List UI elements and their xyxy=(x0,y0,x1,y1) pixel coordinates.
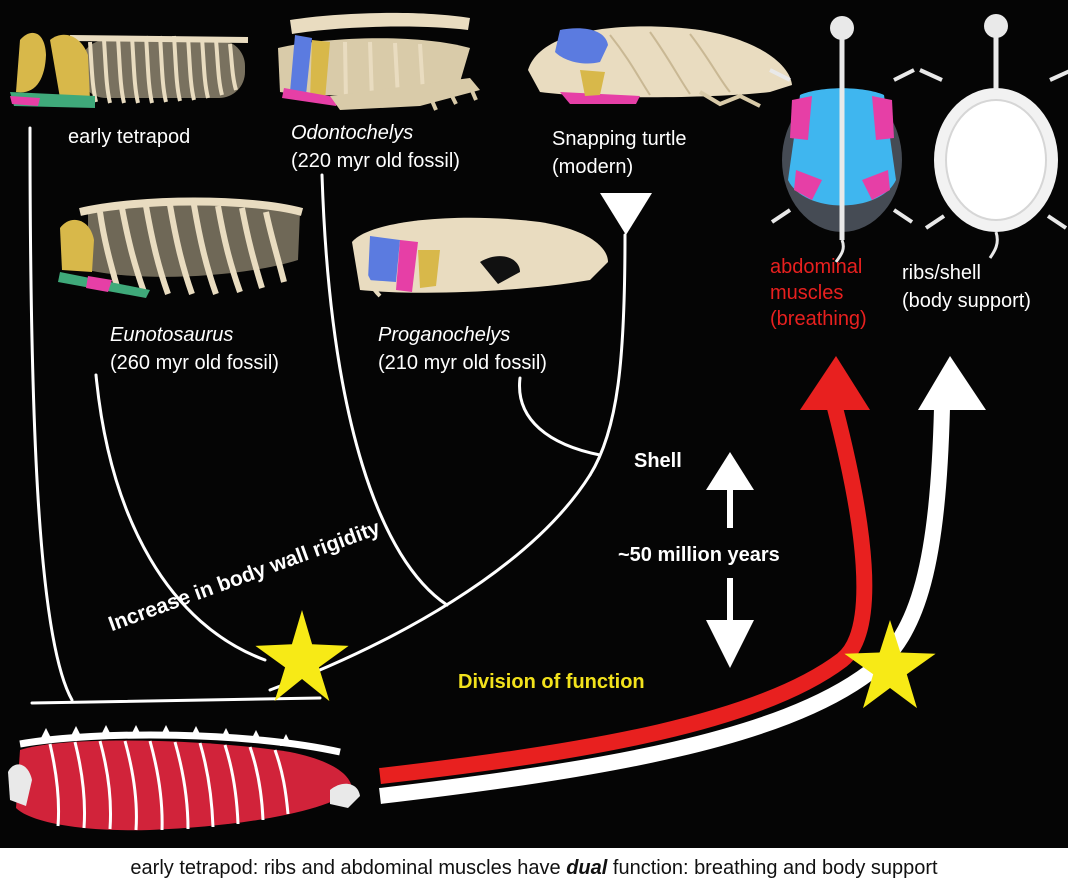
odontochelys-skeleton-icon xyxy=(278,13,480,110)
eunotosaurus-skeleton-icon xyxy=(58,200,302,298)
early-tetrapod-muscles-icon xyxy=(8,725,360,830)
label-eunotosaurus-age: (260 myr old fossil) xyxy=(110,350,279,376)
snapping-turtle-skeleton-icon xyxy=(528,26,792,106)
label-abdominal: abdominal xyxy=(770,254,862,280)
label-division-of-function: Division of function xyxy=(458,669,645,695)
caption-emphasis: dual xyxy=(566,857,607,879)
label-proganochelys: Proganochelys xyxy=(378,322,510,348)
caption-after: function: breathing and body support xyxy=(607,857,937,879)
figure-caption: early tetrapod: ribs and abdominal muscl… xyxy=(0,848,1068,888)
label-ribs-shell: ribs/shell xyxy=(902,260,981,286)
label-odontochelys-age: (220 myr old fossil) xyxy=(291,148,460,174)
rigidity-star xyxy=(255,610,348,701)
branch-early-tetrapod xyxy=(30,128,72,700)
white-arrowhead xyxy=(918,356,986,410)
proganochelys-skeleton-icon xyxy=(352,218,608,296)
turtle-shell-support-icon xyxy=(920,14,1068,258)
label-proganochelys-age: (210 myr old fossil) xyxy=(378,350,547,376)
label-shell: Shell xyxy=(634,448,682,474)
early-tetrapod-skeleton-icon xyxy=(10,33,248,108)
label-snapping-turtle-age: (modern) xyxy=(552,154,633,180)
label-body-support: (body support) xyxy=(902,288,1031,314)
crown-marker xyxy=(600,193,652,235)
branch-proganochelys xyxy=(520,378,600,455)
red-arrowhead xyxy=(800,356,870,410)
caption-before: early tetrapod: ribs and abdominal muscl… xyxy=(130,857,566,879)
turtle-ventral-muscles-icon xyxy=(770,16,914,262)
label-time-span: ~50 million years xyxy=(618,542,780,568)
label-eunotosaurus: Eunotosaurus xyxy=(110,322,233,348)
label-snapping-turtle: Snapping turtle xyxy=(552,126,687,152)
label-early-tetrapod: early tetrapod xyxy=(68,124,190,150)
label-breathing: (breathing) xyxy=(770,306,867,332)
label-muscles: muscles xyxy=(770,280,843,306)
division-arrows xyxy=(380,356,986,796)
label-odontochelys: Odontochelys xyxy=(291,120,413,146)
